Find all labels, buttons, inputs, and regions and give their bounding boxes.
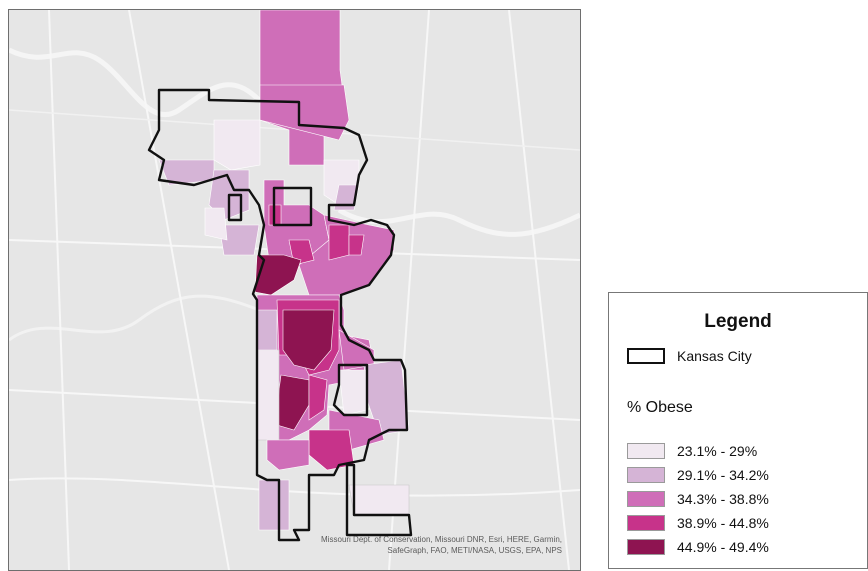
tract-ne-2 (333, 184, 360, 211)
road-4 (128, 10, 230, 570)
tract-west-2 (256, 309, 278, 351)
road-7 (508, 10, 570, 570)
legend-subtitle: % Obese (627, 399, 693, 416)
legend-class-swatch (627, 539, 665, 555)
tract-south-4 (258, 479, 290, 531)
map-canvas[interactable] (9, 10, 580, 570)
attribution-line-2: SafeGraph, FAO, METI/NASA, USGS, EPA, NP… (387, 546, 562, 555)
legend-class-swatch (627, 443, 665, 459)
tract-east-dark-2 (348, 234, 365, 256)
legend-class-label: 38.9% - 44.8% (677, 515, 769, 531)
road-5 (388, 10, 430, 570)
legend-class-label: 29.1% - 34.2% (677, 467, 769, 483)
legend-boundary-label: Kansas City (677, 348, 752, 364)
attribution-line-1: Missouri Dept. of Conservation, Missouri… (321, 535, 562, 544)
legend-class-swatch (627, 467, 665, 483)
legend-class-label: 34.3% - 38.8% (677, 491, 769, 507)
road-6 (9, 477, 580, 497)
tract-nw-4 (218, 224, 260, 256)
kansas-city-boundary[interactable] (147, 88, 413, 542)
legend-class-row: 38.9% - 44.8% (627, 513, 769, 533)
legend-class-swatch (627, 491, 665, 507)
tract-nw-5 (204, 207, 228, 241)
kc-boundary-nw-notch (227, 193, 243, 222)
tract-west-light (256, 349, 280, 441)
tract-east-5 (338, 369, 368, 416)
tract-south-med (308, 374, 328, 421)
kc-boundary-north (147, 88, 409, 542)
tract-downtown (254, 254, 302, 296)
legend-class-row: 44.9% - 49.4% (627, 537, 769, 557)
tract-core-dark (282, 309, 335, 371)
tract-south-5 (348, 484, 410, 516)
map-attribution: Missouri Dept. of Conservation, Missouri… (262, 534, 562, 556)
river-blue (9, 294, 260, 342)
tract-south-3 (266, 439, 310, 471)
kc-boundary-hole-2 (332, 363, 369, 417)
kc-boundary-hole-1 (272, 186, 313, 227)
map-frame[interactable]: Missouri Dept. of Conservation, Missouri… (8, 9, 581, 571)
legend-class-label: 23.1% - 29% (677, 443, 758, 459)
legend-panel: Legend Kansas City % Obese 23.1% - 29% 2… (608, 292, 868, 569)
legend-class-row: 34.3% - 38.8% (627, 489, 769, 509)
legend-row-boundary: Kansas City (627, 346, 752, 366)
legend-class-row: 23.1% - 29% (627, 441, 757, 461)
legend-title: Legend (704, 311, 772, 332)
legend-class-row: 29.1% - 34.2% (627, 465, 769, 485)
legend-boundary-swatch (627, 348, 665, 364)
kc-boundary-south (345, 463, 413, 537)
legend-class-swatch (627, 515, 665, 531)
tract-east-dark-1 (328, 224, 350, 261)
tract-nw-light-1 (213, 119, 261, 171)
legend-class-label: 44.9% - 49.4% (677, 539, 769, 555)
road-1 (48, 10, 70, 570)
river-missouri-west (9, 47, 261, 118)
